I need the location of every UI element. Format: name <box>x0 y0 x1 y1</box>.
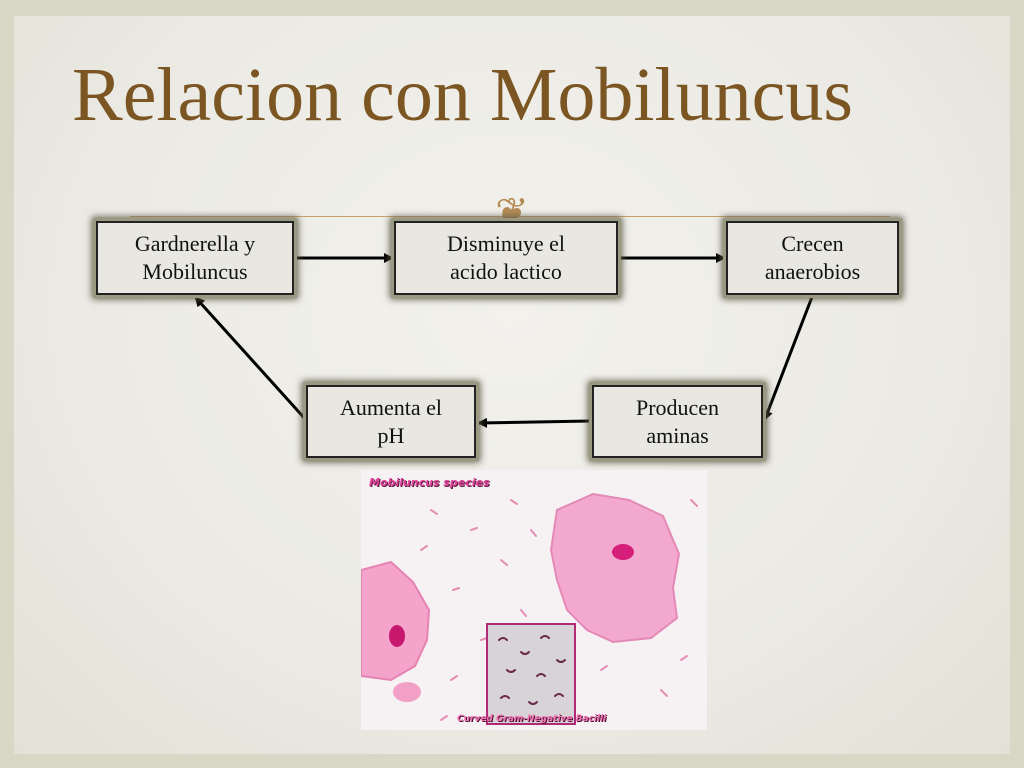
node-text-line: anaerobios <box>764 259 861 284</box>
epithelial-cell <box>549 492 681 644</box>
bacteria-field <box>420 499 698 721</box>
node-text-line: aminas <box>646 422 709 448</box>
arrow-n5-n1 <box>194 296 309 423</box>
diagram-node-crecen-anaerobios: Crecen anaerobios <box>726 221 899 295</box>
slide-title: Relacion con Mobiluncus <box>72 53 853 137</box>
arrow-n4-n5 <box>477 417 591 428</box>
cell-nucleus <box>612 544 634 560</box>
title-divider-line <box>130 216 890 217</box>
micrograph-caption: Mobiluncus species <box>369 476 490 489</box>
cell-fragment <box>393 682 421 702</box>
epithelial-cell <box>361 560 431 682</box>
diagram-node-aumenta-ph: Aumenta el pH <box>306 385 476 458</box>
diagram-node-disminuye-acido-lactico: Disminuye el acido lactico <box>394 221 618 295</box>
diagram-node-gardnerella-mobiluncus: Gardnerella y Mobiluncus <box>96 221 294 295</box>
node-text-line: acido lactico <box>450 259 562 284</box>
diagram-node-producen-aminas: Producen aminas <box>592 385 763 458</box>
node-text-line: Gardnerella y <box>134 231 256 256</box>
node-text-line: Disminuye el <box>447 231 565 256</box>
node-text-line: Crecen <box>781 231 844 256</box>
node-text-line: Aumenta el <box>339 394 443 420</box>
node-text-line: pH <box>377 422 405 448</box>
cell-nucleus <box>389 625 405 647</box>
inset-bacteria <box>498 635 566 705</box>
micrograph-footer: Curved Gram-Negative Bacilli <box>457 714 607 724</box>
micrograph-drawing <box>361 470 707 730</box>
micrograph-image: Mobiluncus species Curved Gram-Negative … <box>361 470 707 730</box>
micrograph-inset <box>486 623 576 725</box>
arrow-n3-n4 <box>763 296 814 421</box>
node-text-line: Mobiluncus <box>142 259 248 284</box>
node-text-line: Producen <box>635 394 720 420</box>
